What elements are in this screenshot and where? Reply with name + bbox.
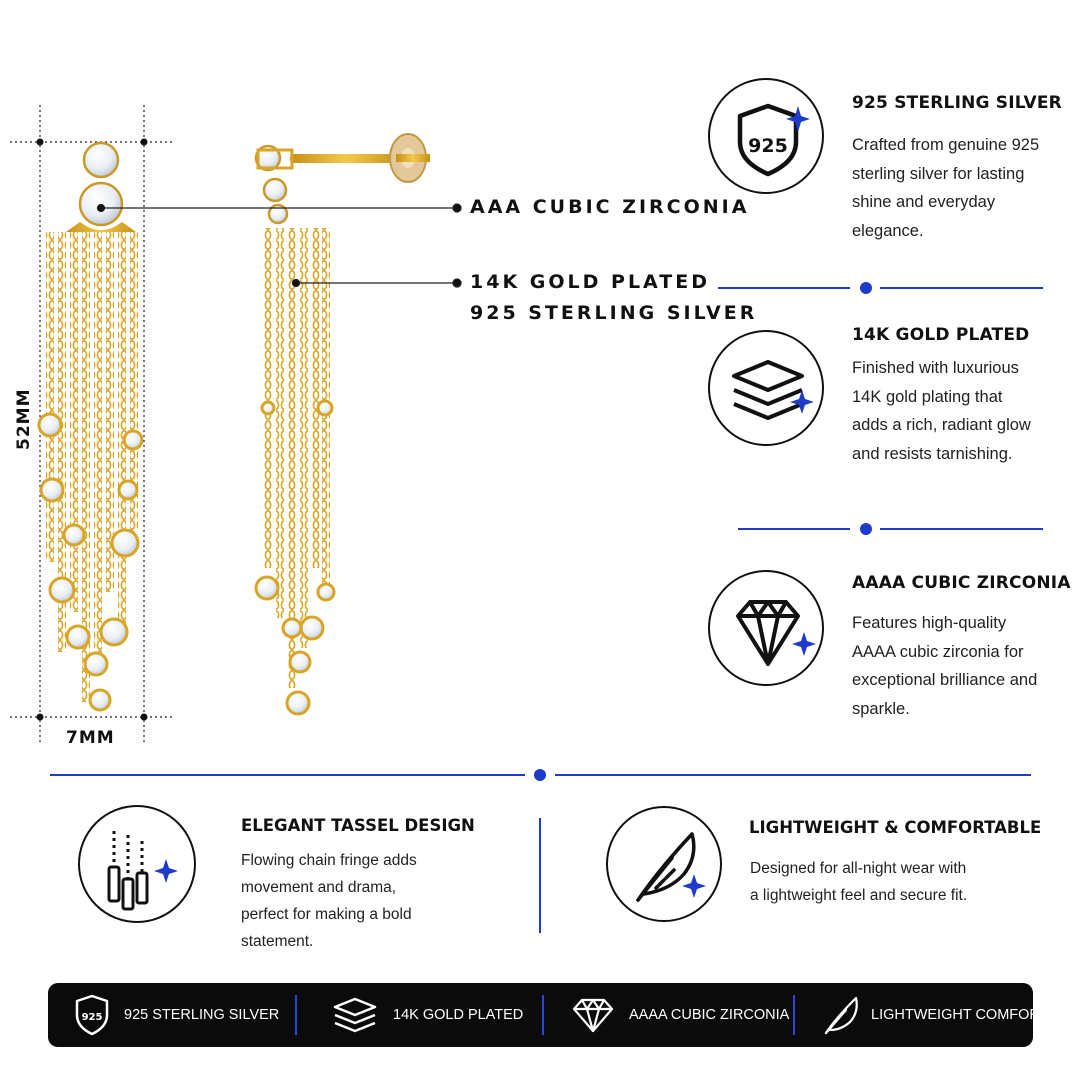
- footer-label: 925 STERLING SILVER: [124, 1007, 280, 1023]
- feather-icon: [636, 832, 706, 902]
- divider-dot: [860, 282, 872, 294]
- plating-callout-line1: 14K GOLD PLATED: [470, 271, 710, 293]
- tassel-icon: [107, 831, 178, 911]
- feature-icon-circle: [606, 806, 722, 922]
- vertical-divider: [539, 818, 541, 933]
- product-illustration: 52MM 7MM AAA CUBIC ZIRCONIA 14K GOLD PLA…: [0, 0, 754, 780]
- footer-label: LIGHTWEIGHT COMFORT: [871, 1007, 1049, 1023]
- diamond-icon: [736, 600, 816, 666]
- footer-item-sterling-silver: 925 925 STERLING SILVER: [74, 983, 279, 1047]
- shield-925-icon: 925: [737, 103, 810, 177]
- svg-text:925: 925: [748, 135, 788, 157]
- bottom-feature-title: LIGHTWEIGHT & COMFORTABLE: [749, 818, 1042, 837]
- height-dimension-label: 52MM: [14, 388, 34, 451]
- footer-separator: [295, 995, 297, 1035]
- section-divider: [50, 774, 525, 776]
- footer-item-cubic-zirconia: AAAA CUBIC ZIRCONIA: [571, 983, 789, 1047]
- feature-title: 925 STERLING SILVER: [852, 93, 1062, 113]
- divider-dot: [860, 523, 872, 535]
- diamond-icon: [572, 998, 614, 1033]
- feature-icon-circle: [708, 330, 824, 446]
- feather-icon: [824, 996, 858, 1035]
- footer-item-lightweight: LIGHTWEIGHT COMFORT: [822, 983, 1049, 1047]
- width-dimension-label: 7MM: [66, 728, 115, 748]
- section-divider: [880, 528, 1043, 530]
- feature-title: 14K GOLD PLATED: [852, 325, 1030, 345]
- bottom-feature-description: Designed for all-night wear with a light…: [750, 860, 968, 904]
- callout-lines: [96, 203, 462, 288]
- footer-bar: 925 925 STERLING SILVER 14K GOLD PLATED …: [48, 983, 1049, 1047]
- footer-item-gold-plated: 14K GOLD PLATED: [331, 983, 523, 1047]
- footer-separator: [793, 995, 795, 1035]
- section-divider: [880, 287, 1043, 289]
- front-earring: [37, 141, 144, 712]
- plating-callout-line2: 925 STERLING SILVER: [470, 302, 758, 324]
- feature-icon-circle: [78, 805, 196, 923]
- feature-icon-circle: 925: [708, 78, 824, 194]
- divider-dot: [534, 769, 546, 781]
- bottom-feature-title: ELEGANT TASSEL DESIGN: [241, 816, 475, 835]
- bottom-feature-description: Flowing chain fringe adds movement and d…: [241, 852, 417, 950]
- feature-icon-circle: [708, 570, 824, 686]
- section-divider: [555, 774, 1031, 776]
- footer-label: 14K GOLD PLATED: [393, 1007, 524, 1023]
- feature-description: Crafted from genuine 925 sterling silver…: [852, 136, 1040, 240]
- feature-description: Finished with luxurious 14K gold plating…: [852, 359, 1031, 463]
- earrings-drawing: [10, 105, 462, 745]
- shield-925-icon: 925: [75, 994, 109, 1036]
- side-earring: [254, 133, 430, 716]
- zirconia-callout: AAA CUBIC ZIRCONIA: [470, 196, 750, 218]
- footer-separator: [542, 995, 544, 1035]
- section-divider: [718, 287, 850, 289]
- section-divider: [738, 528, 850, 530]
- svg-text:925: 925: [82, 1012, 103, 1023]
- feature-description: Features high-quality AAAA cubic zirconi…: [852, 614, 1038, 718]
- feature-title: AAAA CUBIC ZIRCONIA: [852, 573, 1071, 593]
- layers-icon: [732, 360, 814, 420]
- footer-label: AAAA CUBIC ZIRCONIA: [629, 1007, 790, 1023]
- layers-icon: [333, 997, 377, 1033]
